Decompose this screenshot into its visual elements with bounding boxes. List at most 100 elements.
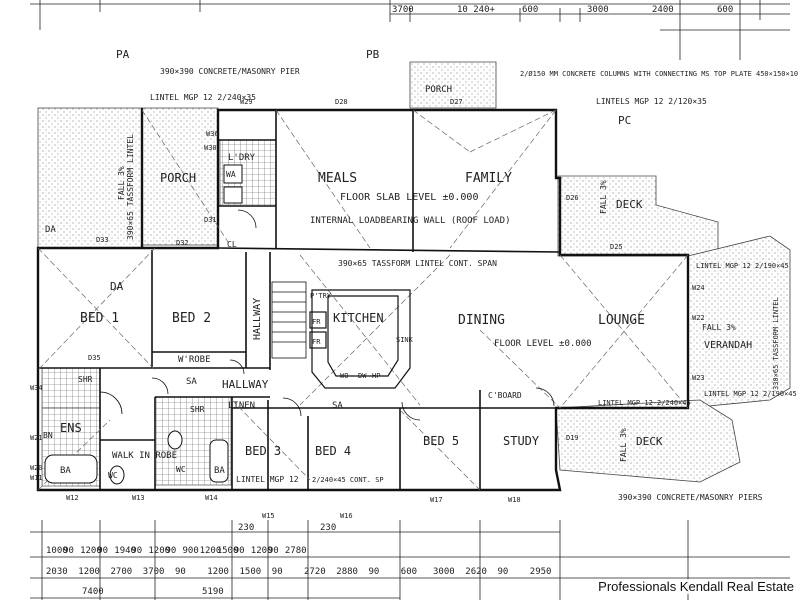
- room-kitchen: KITCHEN: [333, 311, 384, 325]
- fixture-wall-oven: WO: [340, 372, 348, 380]
- note-lintel-left: LINTEL MGP 12 2/240×35: [150, 93, 256, 102]
- dimension-label: 2780: [285, 546, 307, 556]
- tag-d32: D32: [176, 239, 189, 247]
- tag-w15: W15: [262, 512, 275, 520]
- dimension-label: 10 240+: [457, 5, 496, 15]
- tag-d19: D19: [566, 434, 579, 442]
- dimension-label: 3700: [143, 567, 165, 577]
- room-deck-bottom: DECK: [636, 435, 663, 448]
- dimension-label: 2620: [465, 567, 487, 577]
- tag-w16: W16: [340, 512, 353, 520]
- dimension-label: 90: [131, 546, 142, 556]
- dimension-label: 1200: [78, 567, 100, 577]
- dimension-label: 600: [717, 5, 733, 15]
- tag-w18: W18: [508, 496, 521, 504]
- room-study: STUDY: [503, 434, 540, 448]
- fixture-hotplate: HP: [372, 372, 380, 380]
- note-loadbearing: INTERNAL LOADBEARING WALL (ROOF LOAD): [310, 216, 510, 226]
- dimension-label: 900: [183, 546, 199, 556]
- dimension-label: 2950: [530, 567, 552, 577]
- room-wardrobe: W'ROBE: [178, 355, 211, 365]
- bath-fixtures: [44, 164, 243, 485]
- dimension-label: 230: [320, 523, 336, 533]
- tag-d25: D25: [610, 243, 623, 251]
- note-pier-top: 390×390 CONCRETE/MASONRY PIER: [160, 67, 300, 76]
- exterior-hatched-areas: [37, 61, 791, 483]
- note-fall-left: FALL 3%: [117, 166, 126, 200]
- dimension-label: 7400: [82, 587, 104, 597]
- tag-w21: W21: [30, 434, 43, 442]
- tag-w20: W20: [30, 464, 43, 472]
- exterior-walls: [36, 108, 690, 492]
- dimension-label: 90: [166, 546, 177, 556]
- fixture-fridge: FR: [312, 318, 321, 326]
- smoke-alarm-left: SA: [186, 377, 197, 387]
- tag-d26: D26: [566, 194, 579, 202]
- dimension-label: 1500: [217, 546, 239, 556]
- note-tasform-left: 390×65 TASSFORM LINTEL: [126, 134, 135, 240]
- tag-w17: W17: [430, 496, 443, 504]
- fixture-pantry: P'TRY: [310, 292, 332, 300]
- room-bed-5: BED 5: [423, 434, 459, 448]
- interior-walls: [38, 110, 561, 490]
- dimension-label: 1500: [240, 567, 262, 577]
- note-lintel-bottom-2: 2/240×45 CONT. SP: [312, 476, 384, 484]
- tag-w23: W23: [692, 374, 705, 382]
- room-bed-3: BED 3: [245, 444, 281, 458]
- smoke-alarm-right: SA: [332, 401, 343, 411]
- room-bed-1: BED 1: [80, 311, 119, 326]
- dimension-label: 1200: [148, 546, 170, 556]
- dimension-label: 600: [522, 5, 538, 15]
- room-bed-2: BED 2: [172, 311, 211, 326]
- dimension-label: 3000: [433, 567, 455, 577]
- marker-da: DA: [110, 280, 124, 293]
- room-walk-in-robe: WALK IN ROBE: [112, 451, 177, 461]
- fixture-shower-main: SHR: [190, 405, 205, 414]
- dimension-label: 2700: [111, 567, 133, 577]
- dimension-label: 1200: [251, 546, 273, 556]
- room-family: FAMILY: [465, 171, 512, 186]
- fixture-cloak: CL: [227, 240, 237, 249]
- room-laundry: L'DRY: [228, 153, 256, 163]
- room-ensuite: ENS: [60, 421, 82, 435]
- tag-w36: W36: [206, 130, 219, 138]
- note-floor-slab: FLOOR SLAB LEVEL ±0.000: [340, 192, 478, 203]
- dimension-label: 2720: [304, 567, 326, 577]
- room-hallway-vertical: HALLWAY: [252, 298, 263, 340]
- note-lintel-right-lower: LINTEL MGP 12 2/190×45: [704, 390, 797, 398]
- tag-w14: W14: [205, 494, 218, 502]
- fixture-fridge-2: FR: [312, 338, 321, 346]
- tag-w22: W22: [692, 314, 705, 322]
- tag-w24: W24: [692, 284, 705, 292]
- dimension-label: 1000: [46, 546, 68, 556]
- fixture-wc-main: WC: [176, 465, 186, 474]
- room-cupboard: C'BOARD: [488, 391, 522, 400]
- watermark: Professionals Kendall Real Estate: [596, 579, 796, 594]
- tag-d31: D31: [204, 216, 217, 224]
- tag-d28: D28: [335, 98, 348, 106]
- room-porch-top: PORCH: [425, 85, 452, 95]
- dimension-label: 90: [97, 546, 108, 556]
- room-deck-top: DECK: [616, 198, 643, 211]
- dimension-label: 90: [498, 567, 509, 577]
- dimension-label: 5190: [202, 587, 224, 597]
- door-swings: [99, 209, 555, 421]
- tag-d33: D33: [96, 236, 109, 244]
- dimension-label: 90: [234, 546, 245, 556]
- fixture-basin: BN: [43, 431, 53, 440]
- tag-w29: W29: [240, 98, 253, 106]
- room-dining: DINING: [458, 313, 505, 328]
- dimension-label: 90: [268, 546, 279, 556]
- dimension-label: 1200: [200, 546, 222, 556]
- note-lintel-right-upper: LINTEL MGP 12 2/190×45: [696, 262, 789, 270]
- tag-w30: W30: [204, 144, 217, 152]
- dimension-label: 230: [238, 523, 254, 533]
- note-floor-level: FLOOR LEVEL ±0.000: [494, 339, 592, 349]
- room-linen: LINEN: [228, 401, 255, 411]
- dimension-label: 1940: [114, 546, 136, 556]
- tag-d27: D27: [450, 98, 463, 106]
- room-hallway-horizontal: HALLWAY: [222, 378, 269, 391]
- staircase: [271, 281, 307, 359]
